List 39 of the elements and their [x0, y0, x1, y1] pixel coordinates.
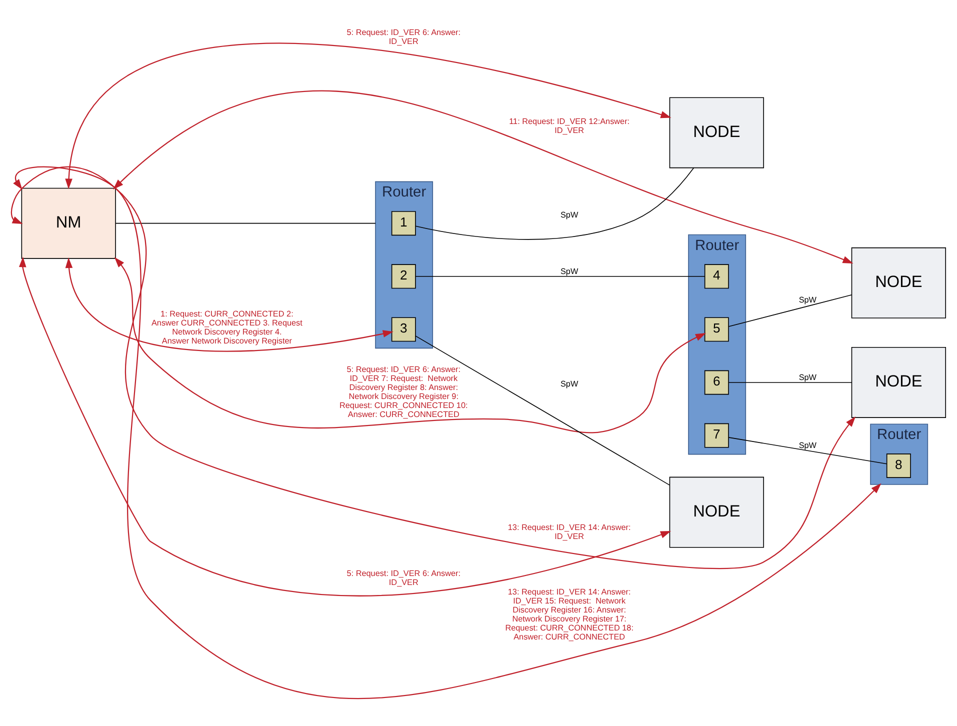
- edge-label: 5: Request: ID_VER 6: Answer: ID_VER: [346, 568, 461, 586]
- node-box: 4: [704, 264, 729, 288]
- connector: [415, 166, 694, 240]
- arrow: [65, 257, 394, 352]
- edge-label: 13: Request: ID_VER 14: Answer: ID_VER: [508, 522, 631, 541]
- connector: [115, 222, 376, 224]
- edge-label: 5: Request: ID_VER 6: Answer: ID_VER 7: Request: Network Discovery Register 8: Answer: Network Discovery Register 9: Request: CURR_CONNECTED 10: Answer: CURR_CONNECTED: [340, 364, 468, 418]
- edge-label: SpW: [560, 210, 578, 220]
- node-box: 5: [704, 316, 729, 342]
- node-box: 6: [704, 370, 729, 394]
- edge-label: SpW: [560, 379, 578, 388]
- node-box: 8: [886, 453, 911, 478]
- node-box: NODE: [669, 476, 764, 548]
- arrow: [18, 256, 672, 596]
- edge-label: SpW: [560, 266, 578, 276]
- node-box: NODE: [669, 96, 764, 168]
- connector: [415, 335, 670, 485]
- connector: [415, 275, 705, 276]
- arrow: [65, 42, 672, 189]
- edge-label: SpW: [798, 372, 817, 382]
- arrow: [114, 256, 706, 433]
- edge-label: 5: Request: ID_VER 6: Answer: ID_VER: [346, 27, 461, 46]
- node-box: 2: [391, 264, 416, 288]
- node-box: 7: [704, 422, 729, 448]
- node-box: NODE: [851, 246, 946, 318]
- arrow: [113, 90, 854, 264]
- node-box: NM: [21, 187, 116, 258]
- edge-label: SpW: [798, 440, 817, 450]
- connector: [728, 436, 888, 464]
- edge-label: SpW: [798, 295, 817, 304]
- node-box: NODE: [851, 346, 946, 418]
- edge-label: 13: Request: ID_VER 14: Answer: ID_VER 15: Request: Network Discovery Register 16: Answer: Network Discovery Register 17: Request: CURR_CONNECTED 18: Answer: CURR_CONNECTED: [505, 587, 634, 642]
- arrow: [13, 166, 856, 568]
- node-box: 1: [391, 210, 416, 236]
- connector: [728, 294, 852, 326]
- edge-label: 1: Request: CURR_CONNECTED 2: Answer CURR_CONNECTED 3. Request Network Discovery Register 4. Answer Network Discovery Register: [151, 308, 302, 345]
- arrow: [12, 166, 882, 698]
- node-box: 3: [391, 316, 416, 342]
- edge-label: 11: Request: ID_VER 12:Answer: ID_VER: [509, 116, 630, 134]
